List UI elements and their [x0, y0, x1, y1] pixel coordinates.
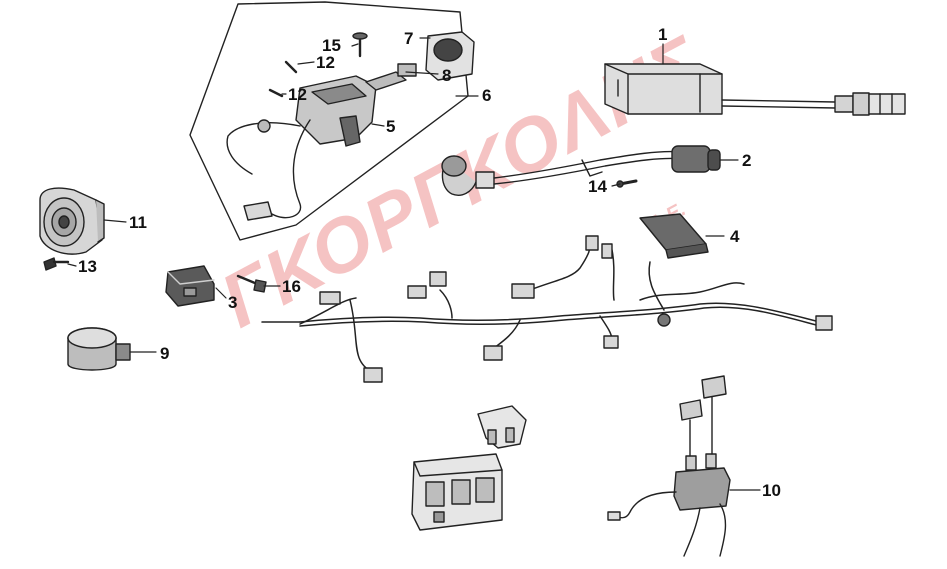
fuse-box: [411, 453, 503, 531]
callout-12-lower: 12: [288, 85, 307, 104]
callout-7: 7: [404, 29, 414, 48]
callout-6: 6: [482, 86, 492, 105]
harness-connectors: [319, 235, 833, 383]
cdi-unit: [604, 63, 906, 116]
callout-13: 13: [78, 257, 97, 276]
callout-10: 10: [762, 481, 781, 500]
lock-set-frame: [189, 1, 469, 241]
callout-16: 16: [282, 277, 301, 296]
horn: [39, 187, 105, 255]
relay-block: [639, 213, 709, 259]
ignition-switch: [226, 71, 407, 221]
screw-16: [236, 274, 267, 293]
ignition-coil: [441, 145, 721, 196]
callout-4: 4: [730, 227, 740, 246]
callout-15: 15: [322, 36, 341, 55]
callout-8: 8: [442, 66, 452, 85]
buzzer: [67, 327, 131, 371]
callout-5: 5: [386, 117, 396, 136]
screw-13: [43, 257, 70, 271]
leader-lines: [67, 37, 761, 491]
screw-15: [352, 32, 368, 58]
key-8: [397, 63, 417, 77]
seat-lock-7: [425, 31, 475, 81]
callout-12-upper: 12: [316, 53, 335, 72]
callout-9: 9: [160, 344, 170, 363]
callout-2: 2: [742, 151, 752, 170]
wiring-harness: [261, 237, 821, 373]
screw-12-upper: [284, 60, 298, 74]
callout-14: 14: [588, 177, 607, 196]
callout-11: 11: [129, 213, 147, 232]
callout-1: 1: [658, 25, 668, 44]
callout-3: 3: [228, 293, 238, 312]
flasher-relay: [165, 265, 215, 307]
starter-relay: [607, 375, 731, 557]
fuse: [477, 405, 527, 449]
screw-12-lower: [268, 88, 284, 98]
